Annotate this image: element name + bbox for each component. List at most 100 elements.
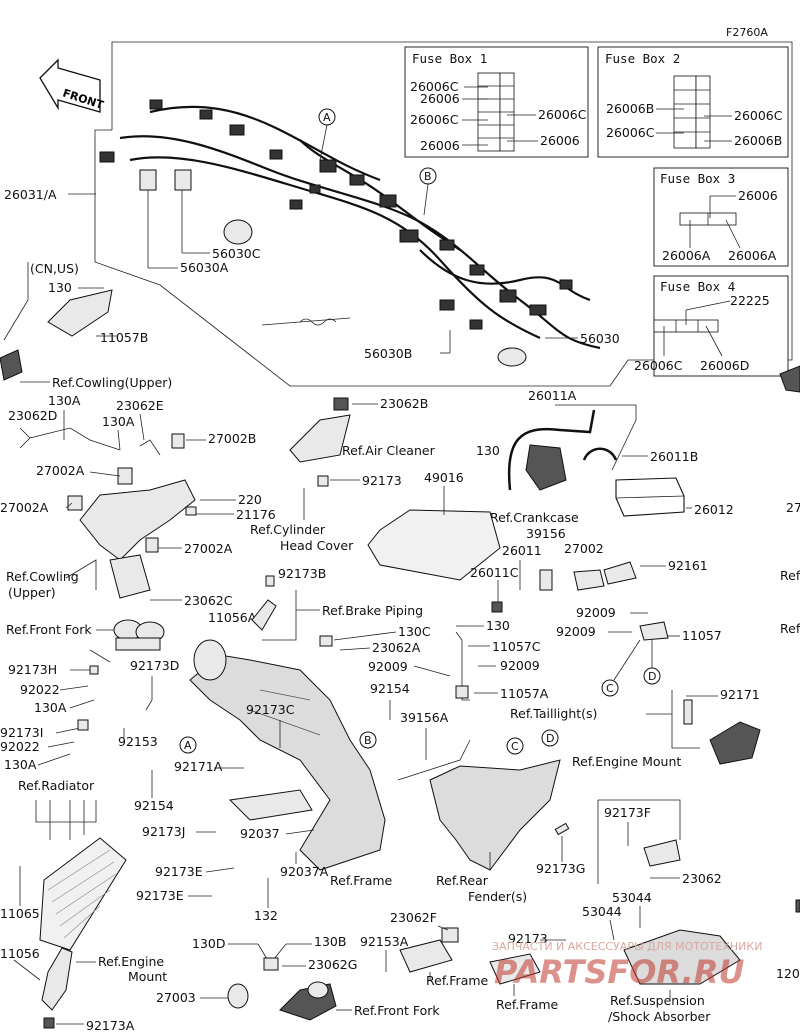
fuse-box-1: Fuse Box 1 26006C 26006 26006C 26006 260… — [404, 46, 589, 158]
main-frame — [189, 639, 386, 871]
label-27002A-1: 27002A — [36, 463, 85, 478]
fuse3-label-3: 26006A — [728, 248, 777, 263]
label-92173B: 92173B — [278, 566, 326, 581]
rear-fender — [429, 759, 561, 871]
label-11056: 11056 — [0, 946, 40, 961]
label-27002A-3: 27002A — [184, 541, 233, 556]
air-cleaner-part — [289, 397, 351, 463]
fuse1-label-4: 26006 — [420, 138, 460, 153]
label-ref-suspension-2: /Shock Absorber — [608, 1009, 711, 1024]
label-27003: 27003 — [156, 990, 196, 1005]
label-11065: 11065 — [0, 906, 40, 921]
bracket-11057B — [47, 289, 113, 337]
fuse4-label-2: 26006C — [634, 358, 683, 373]
harness-group-boundary — [94, 41, 793, 387]
label-ref-taillight: Ref.Taillight(s) — [510, 706, 597, 721]
label-ref-cowling-upper-1: Ref.Cowling(Upper) — [52, 375, 172, 390]
fuse2-label-3: 26006C — [734, 108, 783, 123]
label-ref-cowling-2a: Ref.Cowling — [6, 569, 79, 584]
label-23062D: 23062D — [8, 408, 57, 423]
label-ref-frame-1: Ref.Frame — [330, 873, 393, 888]
label-39156A: 39156A — [400, 710, 449, 725]
svg-text:B: B — [424, 170, 432, 183]
svg-text:C: C — [606, 682, 614, 695]
fuse1-label-6: 26006 — [540, 133, 580, 148]
label-ref-rear-1: Ref.Rear — [436, 873, 489, 888]
label-92173F: 92173F — [604, 805, 651, 820]
label-130B: 130B — [314, 934, 346, 949]
label-27002: 27002 — [564, 541, 604, 556]
label-ref-cylinder-2: Head Cover — [280, 538, 354, 553]
label-39156: 39156 — [526, 526, 566, 541]
label-92154-2: 92154 — [134, 798, 174, 813]
label-56030A: 56030A — [180, 260, 229, 275]
label-23062F: 23062F — [390, 910, 437, 925]
fuse1-label-3: 26006C — [410, 112, 459, 127]
label-130A-1: 130A — [48, 393, 81, 408]
label-edge-120: 120 — [776, 966, 800, 981]
svg-text:A: A — [323, 111, 331, 124]
label-49016: 49016 — [424, 470, 464, 485]
label-53044-1: 53044 — [612, 890, 652, 905]
label-130D: 130D — [192, 936, 225, 951]
label-92173E-2: 92173E — [136, 888, 184, 903]
fuse-box-2: Fuse Box 2 26006B 26006C 26006C 26006B — [597, 46, 789, 158]
label-92153: 92153 — [118, 734, 158, 749]
label-ref-radiator: Ref.Radiator — [18, 778, 95, 793]
label-ref-engine-mount-1a: Ref.Engine — [98, 954, 164, 969]
label-26012: 26012 — [694, 502, 734, 517]
label-ref-cylinder-1: Ref.Cylinder — [250, 522, 326, 537]
label-ref-brake-piping: Ref.Brake Piping — [322, 603, 423, 618]
figure-id: F2760A — [726, 26, 768, 39]
fuse-box-2-title: Fuse Box 2 — [605, 51, 680, 66]
label-23062: 23062 — [682, 871, 722, 886]
svg-text:B: B — [364, 734, 372, 747]
fuse2-label-1: 26006B — [606, 101, 654, 116]
label-11057B: 11057B — [100, 330, 148, 345]
label-right-ref-1: Ref — [780, 568, 800, 583]
label-92009-4: 92009 — [500, 658, 540, 673]
label-130-a: 130 — [48, 280, 72, 295]
fuse4-label-1: 22225 — [730, 293, 770, 308]
fuse-box-4-title: Fuse Box 4 — [660, 279, 735, 294]
label-92171: 92171 — [720, 687, 760, 702]
label-ref-frame-3: Ref.Frame — [496, 997, 559, 1012]
label-23062G: 23062G — [308, 957, 357, 972]
label-92009-2: 92009 — [556, 624, 596, 639]
callout-b-top: B — [419, 167, 437, 216]
label-92161: 92161 — [668, 558, 708, 573]
label-11057: 11057 — [682, 628, 722, 643]
callout-b-bottom: B — [359, 731, 377, 749]
fuse1-label-1: 26006C — [410, 79, 459, 94]
fork-clamp-assembly — [227, 981, 337, 1021]
label-26011C: 26011C — [470, 565, 519, 580]
label-53044-2: 53044 — [582, 904, 622, 919]
label-26011B: 26011B — [650, 449, 698, 464]
callout-d-right: D — [643, 667, 661, 685]
bracket-23062F — [399, 927, 459, 973]
label-92173-1: 92173 — [362, 473, 402, 488]
main-wiring-harness — [99, 99, 601, 367]
label-ref-front-fork-1: Ref.Front Fork — [6, 622, 92, 637]
label-11057A: 11057A — [500, 686, 549, 701]
label-edge-27: 27 — [786, 500, 800, 515]
tray-49016 — [367, 509, 501, 581]
label-ref-suspension-1: Ref.Suspension — [610, 993, 705, 1008]
label-ref-frame-2: Ref.Frame — [426, 973, 489, 988]
callout-d-fender: D — [541, 729, 559, 747]
label-26011A: 26011A — [528, 388, 577, 403]
fuse-box-3: Fuse Box 3 26006 26006A 26006A — [653, 167, 789, 267]
suspension-bracket — [623, 929, 741, 985]
battery-cable — [582, 447, 618, 461]
label-130-c: 130 — [486, 618, 510, 633]
label-26031A: 26031/A — [4, 187, 57, 202]
label-56030C: 56030C — [212, 246, 261, 261]
label-92173C: 92173C — [246, 702, 295, 717]
label-92173J: 92173J — [142, 824, 185, 839]
label-ref-engine-mount-1b: Mount — [128, 969, 167, 984]
svg-text:D: D — [546, 732, 554, 745]
fuse3-label-1: 26006 — [738, 188, 778, 203]
label-92037A: 92037A — [280, 864, 329, 879]
label-92037: 92037 — [240, 826, 280, 841]
svg-text:C: C — [511, 740, 519, 753]
